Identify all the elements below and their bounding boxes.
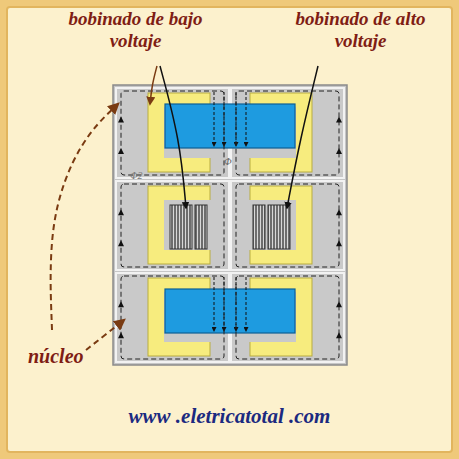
flux-path — [121, 184, 224, 267]
leader-line — [51, 104, 118, 330]
winding-label: bobinado de alto voltaje — [288, 8, 433, 52]
leader-line — [287, 66, 318, 208]
core-section — [116, 181, 229, 270]
flux-arrow — [336, 332, 342, 338]
central-leg — [165, 104, 295, 148]
background-panel — [7, 7, 452, 452]
website-caption: www .eletricatotal .com — [129, 404, 331, 429]
winding-insulation — [148, 186, 210, 264]
flux-arrow — [118, 117, 124, 123]
winding-insulation — [250, 186, 312, 264]
winding-window — [164, 200, 211, 250]
winding-label: bobinado de bajo voltaje — [58, 8, 213, 52]
leader-line — [160, 66, 186, 208]
flux-line — [214, 277, 215, 331]
low-voltage-winding — [268, 205, 290, 249]
flux-arrow — [118, 240, 124, 246]
flux-line — [214, 92, 215, 146]
flux-arrow — [118, 301, 124, 307]
core-label: núcleo — [28, 345, 84, 368]
central-leg — [165, 289, 295, 333]
flux-path — [236, 276, 339, 359]
flux-arrow — [118, 209, 124, 215]
leader-line — [86, 320, 124, 350]
flux-path — [121, 91, 224, 175]
flux-arrow — [118, 148, 124, 154]
high-voltage-winding — [253, 205, 265, 249]
winding-window — [249, 200, 296, 250]
flux-arrow — [336, 301, 342, 307]
flux-line — [246, 92, 247, 146]
core — [113, 85, 347, 365]
flux-arrow — [336, 240, 342, 246]
core-centre-line — [229, 181, 231, 270]
low-voltage-winding — [170, 205, 192, 249]
core-section — [231, 181, 344, 270]
flux-line — [246, 277, 247, 331]
flux-path — [236, 91, 339, 175]
flux-symbol: Φ — [224, 156, 232, 168]
flux-arrow — [336, 209, 342, 215]
flux-symbol: Φ2 — [130, 170, 143, 182]
flux-arrow — [118, 332, 124, 338]
leader-line — [150, 66, 157, 104]
flux-path — [121, 276, 224, 359]
flux-path — [236, 184, 339, 267]
flux-arrow — [336, 148, 342, 154]
flux-arrow — [336, 117, 342, 123]
high-voltage-winding — [195, 205, 207, 249]
